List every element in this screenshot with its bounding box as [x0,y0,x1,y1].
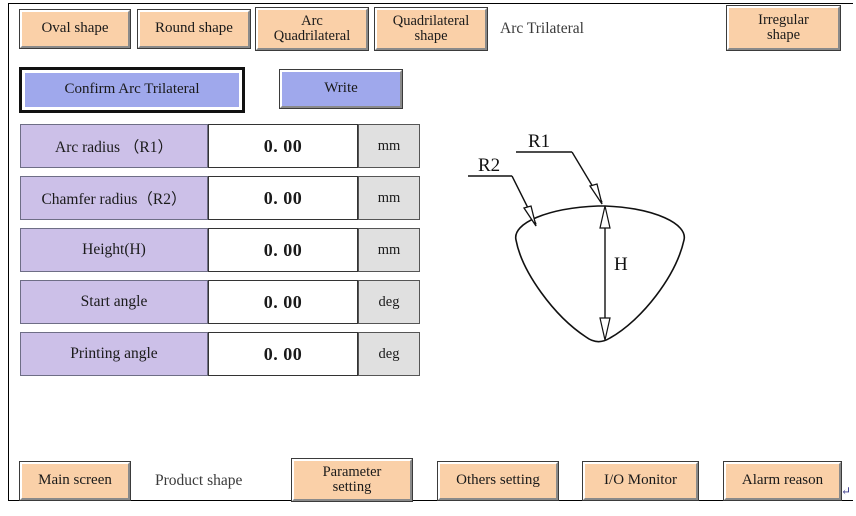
param-label-start-angle: Start angle [20,280,208,324]
param-label-height: Height(H) [20,228,208,272]
param-unit-arc-radius: mm [358,124,420,168]
nav-io-monitor[interactable]: I/O Monitor [582,461,699,501]
param-unit-height: mm [358,228,420,272]
confirm-arc-trilateral-button[interactable]: Confirm Arc Trilateral [19,67,245,113]
tab-irregular-shape[interactable]: Irregular shape [726,5,841,51]
parameter-table: Arc radius （R1） 0. 00 mm Chamfer radius（… [20,124,420,384]
h-arrow-up-icon [599,205,611,229]
param-value-height[interactable]: 0. 00 [208,228,358,272]
tab-oval-shape[interactable]: Oval shape [19,9,131,49]
table-row: Height(H) 0. 00 mm [20,228,420,272]
tab-round-shape[interactable]: Round shape [137,9,251,49]
table-row: Chamfer radius（R2） 0. 00 mm [20,176,420,220]
param-label-arc-radius: Arc radius （R1） [20,124,208,168]
param-value-arc-radius[interactable]: 0. 00 [208,124,358,168]
param-value-start-angle[interactable]: 0. 00 [208,280,358,324]
r2-arrowhead-icon [522,205,537,227]
nav-others-setting[interactable]: Others setting [437,461,559,501]
nav-main-screen[interactable]: Main screen [19,461,131,501]
r1-arrowhead-icon [588,183,603,205]
table-row: Printing angle 0. 00 deg [20,332,420,376]
param-label-chamfer-radius: Chamfer radius（R2） [20,176,208,220]
nav-current-page-label: Product shape [155,472,243,489]
param-unit-start-angle: deg [358,280,420,324]
frame-bottom-rule [8,500,853,501]
tab-quadrilateral-shape[interactable]: Quadrilateral shape [374,7,488,51]
table-row: Start angle 0. 00 deg [20,280,420,324]
param-value-chamfer-radius[interactable]: 0. 00 [208,176,358,220]
h-label: H [614,254,628,275]
param-value-printing-angle[interactable]: 0. 00 [208,332,358,376]
param-unit-printing-angle: deg [358,332,420,376]
shape-outline [515,205,685,343]
nav-alarm-reason[interactable]: Alarm reason [723,461,842,501]
nav-parameter-setting[interactable]: Parameter setting [291,458,413,502]
return-mark-artifact: ↵ [841,484,852,498]
write-button[interactable]: Write [279,69,403,109]
param-unit-chamfer-radius: mm [358,176,420,220]
shape-diagram: R1 R2 H [450,128,740,368]
r1-label: R1 [528,131,550,152]
param-label-printing-angle: Printing angle [20,332,208,376]
page-frame [8,3,853,500]
current-shape-caption: Arc Trilateral [500,20,584,37]
h-arrow-down-icon [599,317,611,341]
table-row: Arc radius （R1） 0. 00 mm [20,124,420,168]
arc-trilateral-drawing: R1 R2 H [468,131,685,343]
r2-label: R2 [478,155,500,176]
tab-arc-quadrilateral[interactable]: Arc Quadrilateral [255,7,369,51]
